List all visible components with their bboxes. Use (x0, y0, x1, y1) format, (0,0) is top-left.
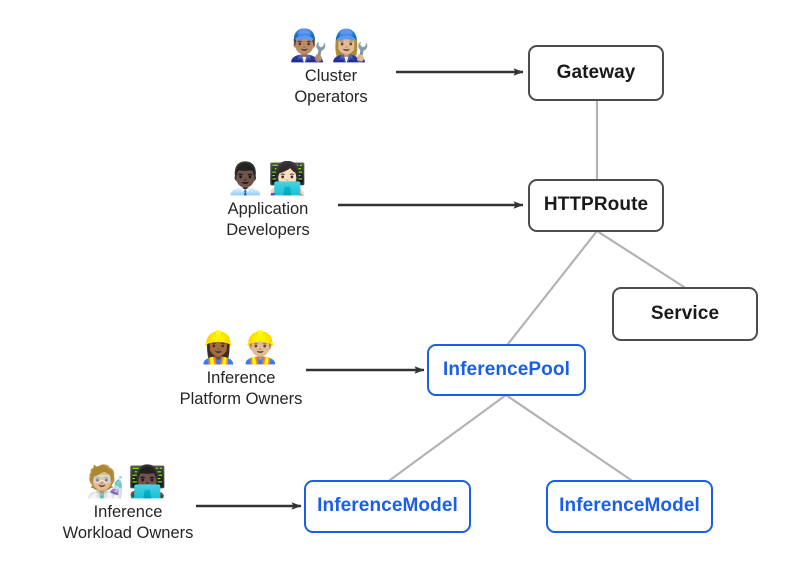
inference-workload-owners-label: Inference Workload Owners (62, 503, 194, 542)
inference-workload-owners-emoji: 🧑🏼‍🔬👨🏿‍💻 (86, 464, 170, 500)
persona-inference-platform-owners: 👷🏾‍♀️👷🏼‍♂️ Inference Platform Owners (166, 330, 316, 410)
node-inferencemodel-2[interactable]: InferenceModel (546, 480, 713, 533)
cluster-operators-label: Cluster Operators (294, 67, 368, 106)
application-developers-label: Application Developers (226, 200, 310, 239)
edge-inferencepool-inferencemodel2 (504, 393, 633, 482)
node-inferencepool-label: InferencePool (443, 358, 570, 380)
persona-cluster-operators: 👨🏽‍🔧👩🏼‍🔧 Cluster Operators (261, 28, 401, 108)
edge-httproute-inferencepool (506, 229, 599, 346)
node-inferencemodel-1-label: InferenceModel (317, 495, 458, 517)
node-gateway[interactable]: Gateway (528, 45, 664, 101)
node-service-label: Service (650, 302, 720, 324)
inference-platform-owners-emoji: 👷🏾‍♀️👷🏼‍♂️ (199, 330, 283, 366)
node-inferencepool[interactable]: InferencePool (427, 344, 586, 396)
node-inferencemodel-2-label: InferenceModel (559, 495, 700, 517)
edge-inferencepool-inferencemodel1 (388, 393, 508, 482)
node-inferencemodel-1[interactable]: InferenceModel (304, 480, 471, 533)
node-httproute-label: HTTPRoute (543, 194, 649, 216)
node-gateway-label: Gateway (556, 61, 636, 83)
node-service[interactable]: Service (612, 287, 758, 341)
persona-application-developers: 👨🏿‍💼👩🏻‍💻 Application Developers (198, 161, 338, 241)
node-httproute[interactable]: HTTPRoute (528, 179, 664, 232)
application-developers-emoji: 👨🏿‍💼👩🏻‍💻 (226, 161, 310, 197)
edge-httproute-service (595, 229, 686, 289)
inference-platform-owners-label: Inference Platform Owners (179, 369, 303, 408)
cluster-operators-emoji: 👨🏽‍🔧👩🏼‍🔧 (289, 28, 373, 64)
persona-inference-workload-owners: 🧑🏼‍🔬👨🏿‍💻 Inference Workload Owners (50, 464, 206, 544)
